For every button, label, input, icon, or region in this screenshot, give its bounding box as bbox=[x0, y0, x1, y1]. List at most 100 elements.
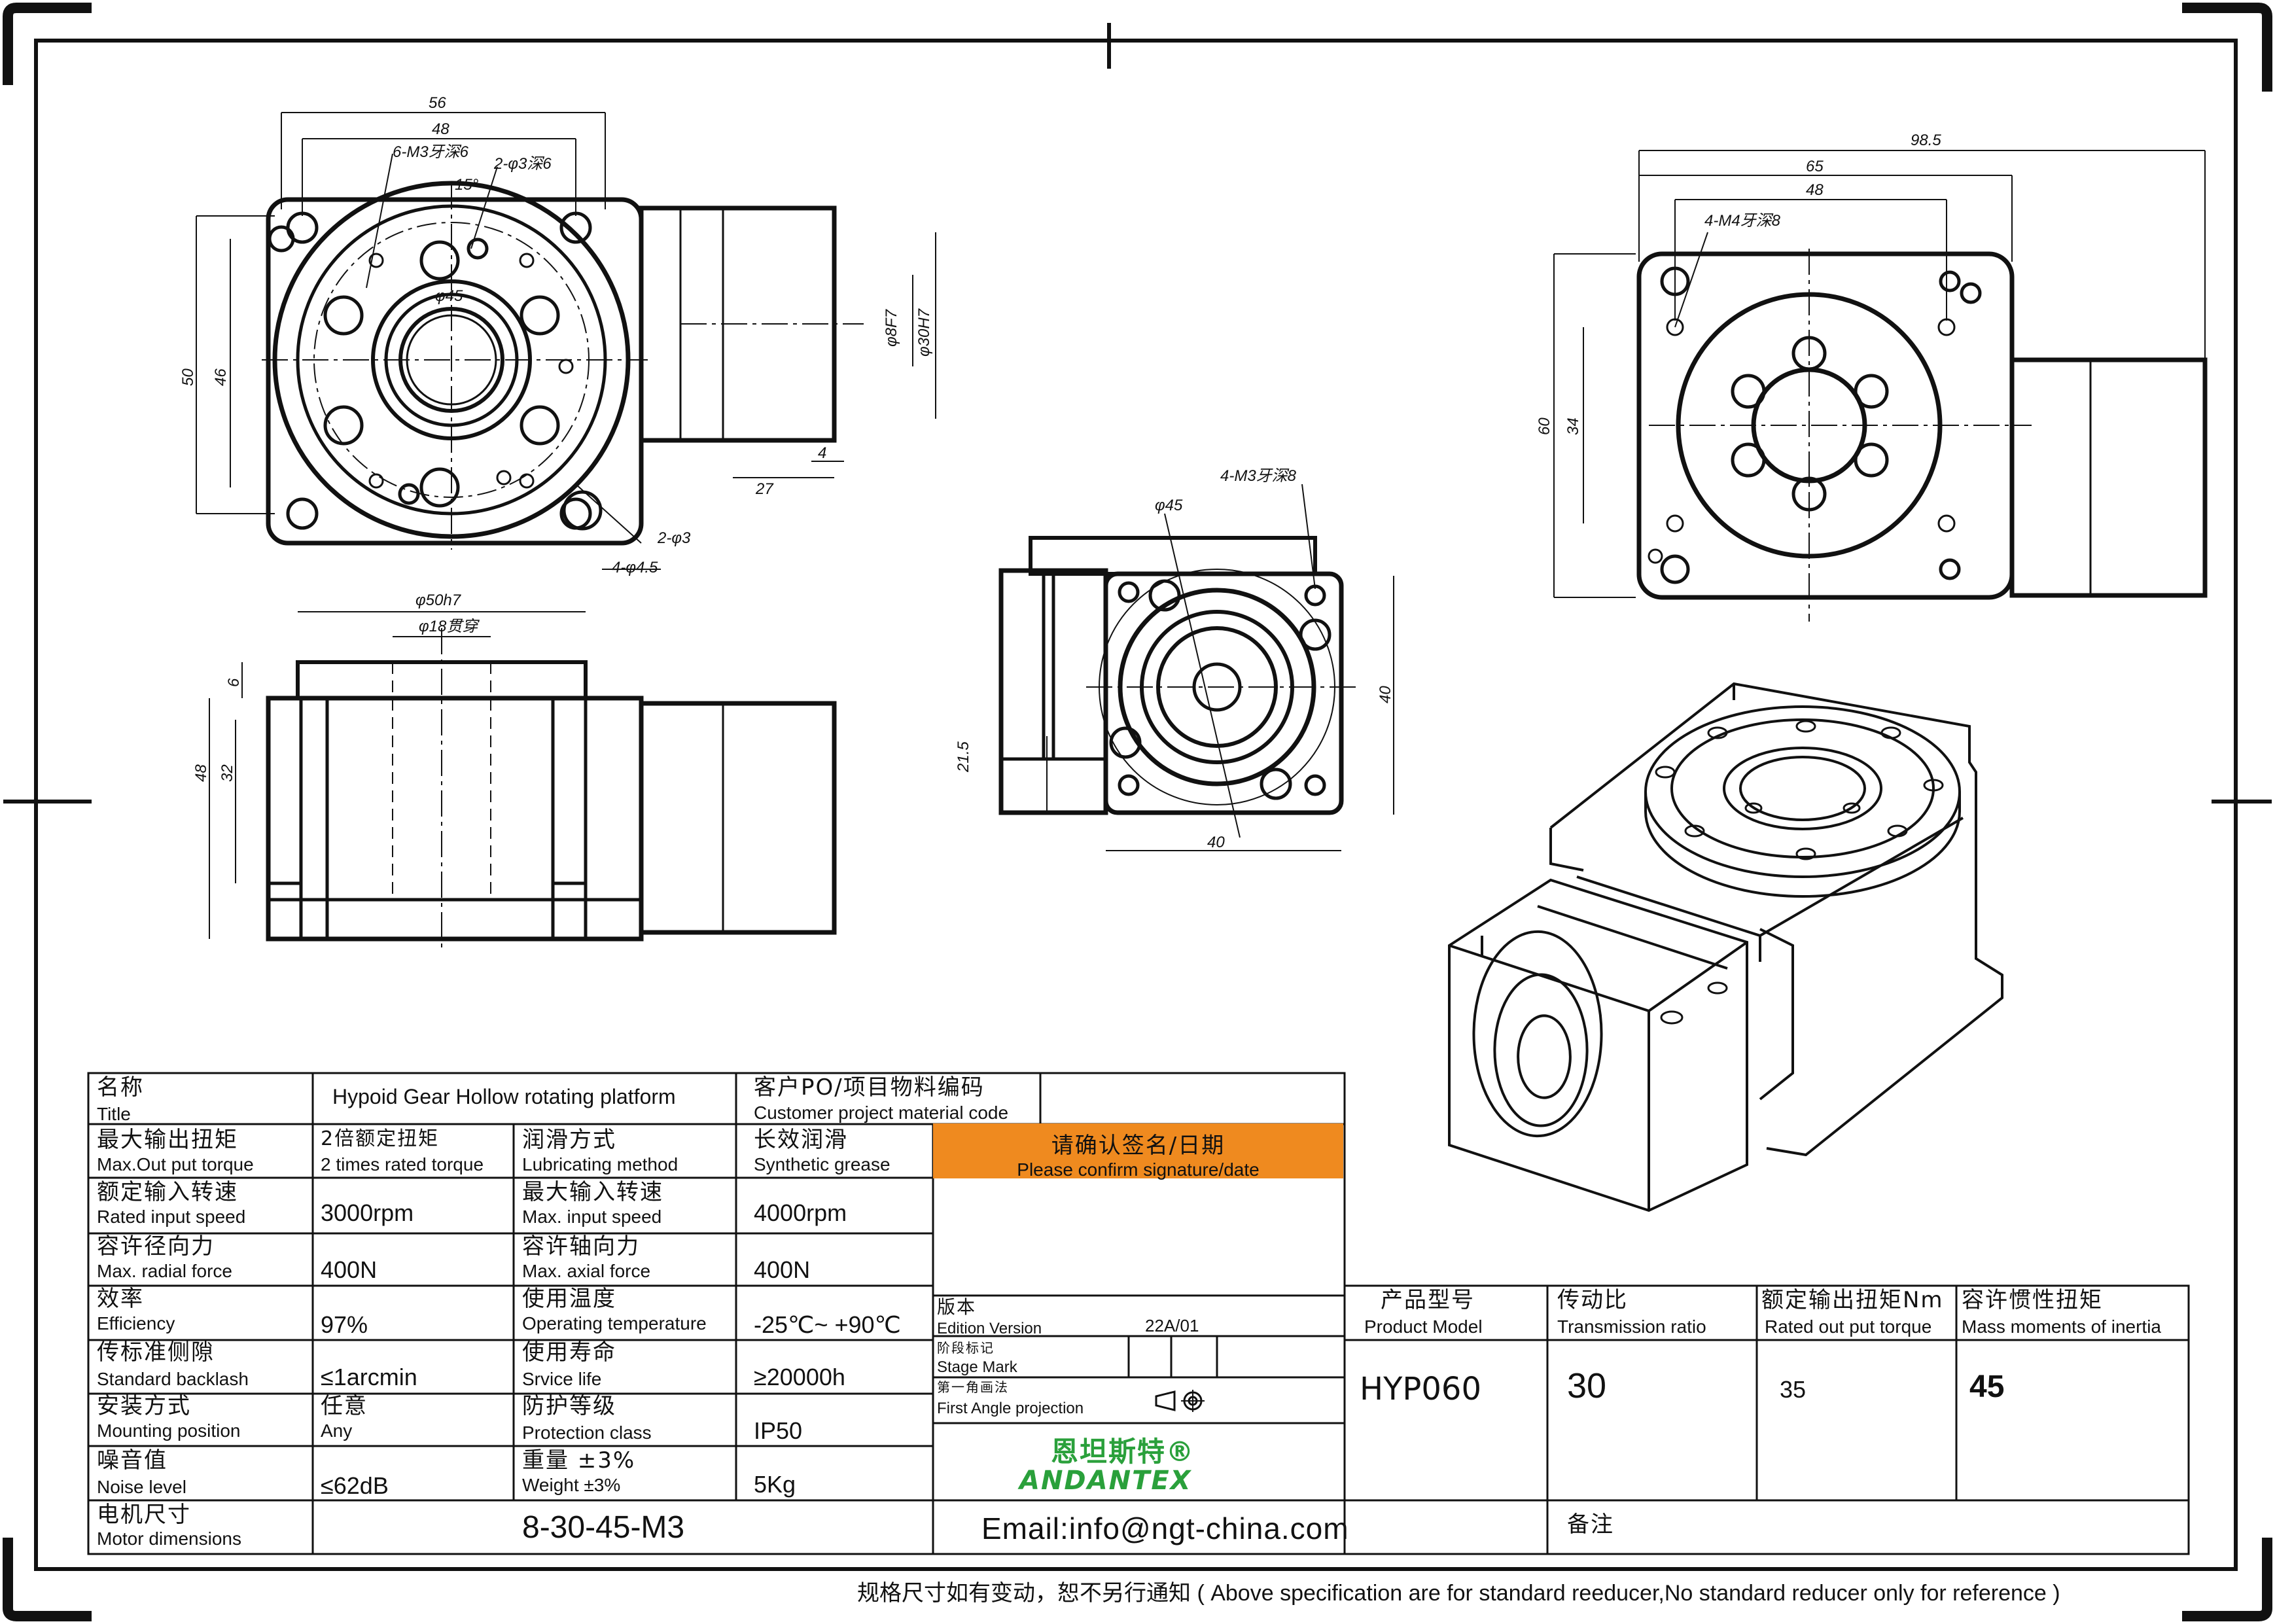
radial-val: 400N bbox=[321, 1256, 378, 1283]
weight-cn: 重量 ±3% bbox=[522, 1447, 636, 1474]
dim-15-deg: 15° bbox=[455, 176, 479, 194]
backlash-val: ≤1arcmin bbox=[321, 1364, 417, 1390]
weight-en: Weight ±3% bbox=[522, 1475, 621, 1495]
motor-cn: 电机尺寸 bbox=[97, 1502, 191, 1528]
max-speed-cn: 最大输入转速 bbox=[522, 1179, 663, 1205]
max-speed-val: 4000rpm bbox=[754, 1199, 847, 1226]
inertia-cn: 容许惯性扭矩 bbox=[1962, 1287, 2103, 1313]
dim-6: 6 bbox=[225, 678, 243, 687]
dim-phi18: φ18贯穿 bbox=[419, 618, 480, 635]
version-cn: 版本 bbox=[937, 1296, 977, 1318]
motor-en: Motor dimensions bbox=[97, 1528, 241, 1549]
ratio-val: 30 bbox=[1567, 1366, 1607, 1405]
dim-2-phi3: 2-φ3 bbox=[657, 529, 691, 547]
inertia-val: 45 bbox=[1969, 1369, 2005, 1404]
dim-4-m3-mid: 4-M3牙深8 bbox=[1220, 467, 1297, 485]
dim-phi30h7: φ30H7 bbox=[915, 308, 933, 357]
brand-logo-en: ANDANTEX bbox=[1019, 1466, 1192, 1496]
footer-note: 规格尺寸如有变动，恕不另行通知 ( Above specification ar… bbox=[857, 1581, 2060, 1606]
confirm-cn: 请确认签名/日期 bbox=[1051, 1133, 1226, 1159]
rated-out-en: Rated out put torque bbox=[1765, 1316, 1932, 1337]
dim-4: 4 bbox=[818, 444, 826, 462]
eff-en: Efficiency bbox=[97, 1313, 175, 1333]
motor-val: 8-30-45-M3 bbox=[522, 1510, 685, 1545]
dim-48-right: 48 bbox=[1806, 181, 1824, 199]
radial-en: Max. radial force bbox=[97, 1261, 232, 1281]
remarks-label: 备注 bbox=[1567, 1511, 1614, 1538]
mount-cn: 安装方式 bbox=[97, 1393, 191, 1419]
lube-en: Lubricating method bbox=[522, 1154, 679, 1174]
name-label-cn: 名称 bbox=[97, 1074, 144, 1101]
stage-en: Stage Mark bbox=[937, 1358, 1017, 1376]
dim-40-vert: 40 bbox=[1377, 686, 1394, 703]
dim-4-phi45: 4-φ4.5 bbox=[612, 559, 658, 576]
life-en: Srvice life bbox=[522, 1369, 602, 1389]
rated-speed-cn: 额定输入转速 bbox=[97, 1179, 238, 1205]
temp-en: Operating temperature bbox=[522, 1313, 707, 1333]
eff-cn: 效率 bbox=[97, 1286, 144, 1312]
customer-label-cn: 客户PO/项目物料编码 bbox=[754, 1074, 985, 1101]
dim-48-vert: 48 bbox=[192, 764, 210, 782]
dim-27: 27 bbox=[755, 480, 774, 498]
mount-val-en: Any bbox=[321, 1421, 353, 1441]
backlash-cn: 传标准侧隙 bbox=[97, 1339, 215, 1366]
dim-34: 34 bbox=[1564, 417, 1582, 435]
model-en: Product Model bbox=[1364, 1316, 1483, 1337]
customer-label-en: Customer project material code bbox=[754, 1103, 1009, 1123]
ratio-en: Transmission ratio bbox=[1557, 1316, 1706, 1337]
title-block-grid bbox=[87, 1072, 2190, 1555]
right-view: 98.5 65 48 4-M4牙深8 60 34 bbox=[1536, 132, 2208, 622]
dim-2-phi3-deep6: 2-φ3深6 bbox=[493, 155, 552, 173]
temp-val: -25℃~ +90℃ bbox=[754, 1311, 901, 1338]
dim-phi50h7: φ50h7 bbox=[415, 591, 462, 609]
rated-out-cn: 额定输出扭矩Nm bbox=[1761, 1287, 1944, 1313]
first-angle-projection-icon bbox=[1155, 1390, 1205, 1412]
max-speed-en: Max. input speed bbox=[522, 1207, 662, 1227]
dim-40-horiz: 40 bbox=[1207, 834, 1225, 851]
mount-val-cn: 任意 bbox=[321, 1393, 368, 1419]
lube-val-en: Synthetic grease bbox=[754, 1154, 891, 1174]
protect-val: IP50 bbox=[754, 1417, 803, 1444]
proj-en: First Angle projection bbox=[937, 1400, 1084, 1417]
weight-val: 5Kg bbox=[754, 1471, 796, 1498]
noise-val: ≤62dB bbox=[321, 1472, 389, 1499]
max-torque-cn: 最大输出扭矩 bbox=[97, 1127, 238, 1153]
radial-cn: 容许径向力 bbox=[97, 1233, 215, 1260]
backlash-en: Standard backlash bbox=[97, 1369, 249, 1389]
max-torque-val-en: 2 times rated torque bbox=[321, 1154, 484, 1174]
confirm-signature-box: 请确认签名/日期 Please confirm signature/date bbox=[933, 1123, 1343, 1180]
lube-val-cn: 长效润滑 bbox=[754, 1127, 848, 1153]
sheet-border bbox=[3, 3, 2272, 1621]
middle-view: φ45 4-M3牙深8 21.5 40 40 bbox=[955, 467, 1394, 851]
dim-phi45-mid: φ45 bbox=[1155, 497, 1183, 514]
dim-phi45: φ45 bbox=[435, 287, 463, 305]
rated-speed-en: Rated input speed bbox=[97, 1207, 246, 1227]
rated-out-val: 35 bbox=[1780, 1376, 1807, 1403]
dim-6-m3: 6-M3牙深6 bbox=[393, 143, 469, 161]
title-value: Hypoid Gear Hollow rotating platform bbox=[332, 1085, 676, 1108]
axial-en: Max. axial force bbox=[522, 1261, 651, 1281]
version-en: Edition Version bbox=[937, 1320, 1042, 1337]
dim-60: 60 bbox=[1536, 417, 1553, 435]
dim-4-m4: 4-M4牙深8 bbox=[1704, 212, 1781, 230]
bottom-left-view: φ50h7 φ18贯穿 6 48 32 bbox=[192, 591, 837, 949]
name-label-en: Title bbox=[97, 1104, 131, 1124]
ratio-cn: 传动比 bbox=[1557, 1287, 1628, 1313]
protect-cn: 防护等级 bbox=[522, 1393, 616, 1419]
temp-cn: 使用温度 bbox=[522, 1286, 616, 1312]
dim-phi8f7: φ8F7 bbox=[883, 308, 900, 347]
stage-cn: 阶段标记 bbox=[937, 1340, 995, 1356]
proj-cn: 第一角画法 bbox=[937, 1379, 1009, 1395]
model-cn: 产品型号 bbox=[1381, 1287, 1475, 1313]
life-cn: 使用寿命 bbox=[522, 1339, 616, 1366]
noise-cn: 噪音值 bbox=[97, 1447, 168, 1474]
mount-en: Mounting position bbox=[97, 1421, 241, 1441]
isometric-view bbox=[1448, 682, 2003, 1212]
version-val: 22A/01 bbox=[1145, 1316, 1199, 1335]
lube-cn: 润滑方式 bbox=[522, 1127, 616, 1153]
model-val: HYP060 bbox=[1360, 1371, 1481, 1407]
life-val: ≥20000h bbox=[754, 1364, 845, 1390]
dim-98-5: 98.5 bbox=[1911, 132, 1941, 149]
dim-65: 65 bbox=[1806, 158, 1824, 175]
dim-48: 48 bbox=[432, 120, 450, 138]
